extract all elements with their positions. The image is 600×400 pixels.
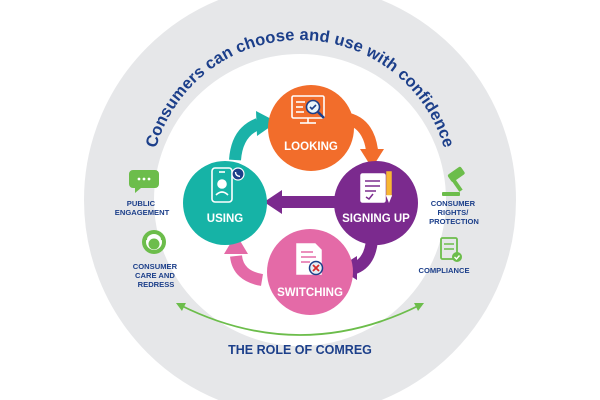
node-looking: LOOKING xyxy=(268,85,354,171)
arrow-head-pink xyxy=(224,234,248,254)
left-item-consumer-care: CONSUMER CARE AND REDRESS xyxy=(133,262,179,289)
headset-agent-icon xyxy=(142,230,166,254)
node-switching: SWITCHING xyxy=(267,229,353,315)
outer-ring xyxy=(84,0,516,400)
document-cancel-icon xyxy=(296,243,324,276)
node-switching-label: SWITCHING xyxy=(277,287,343,299)
arrow-switching-to-using xyxy=(230,254,264,286)
left-item-public-engagement: PUBLIC ENGAGEMENT xyxy=(115,199,170,217)
node-using: USING xyxy=(183,161,267,245)
contract-pen-icon xyxy=(360,171,393,204)
node-signing-up-label: SIGNING UP xyxy=(342,213,410,225)
role-of-comreg-label: THE ROLE OF COMREG xyxy=(228,343,372,357)
right-item-compliance: COMPLIANCE xyxy=(418,266,469,275)
right-item-consumer-rights: CONSUMER RIGHTS/ PROTECTION xyxy=(429,199,479,226)
gavel-icon xyxy=(442,166,465,196)
arrow-head-teal xyxy=(256,111,277,136)
node-looking-label: LOOKING xyxy=(284,141,338,153)
chat-bubbles-icon xyxy=(129,170,159,193)
arrow-head-orange xyxy=(360,149,384,168)
monitor-search-icon xyxy=(291,95,325,124)
arrow-using-to-looking xyxy=(229,118,261,161)
node-using-label: USING xyxy=(207,213,243,225)
smartphone-call-icon xyxy=(211,167,245,203)
node-signing-up: SIGNING UP xyxy=(334,161,418,245)
role-arc xyxy=(175,302,425,336)
arrow-head-purple-left xyxy=(264,190,282,214)
checklist-icon xyxy=(440,237,462,262)
